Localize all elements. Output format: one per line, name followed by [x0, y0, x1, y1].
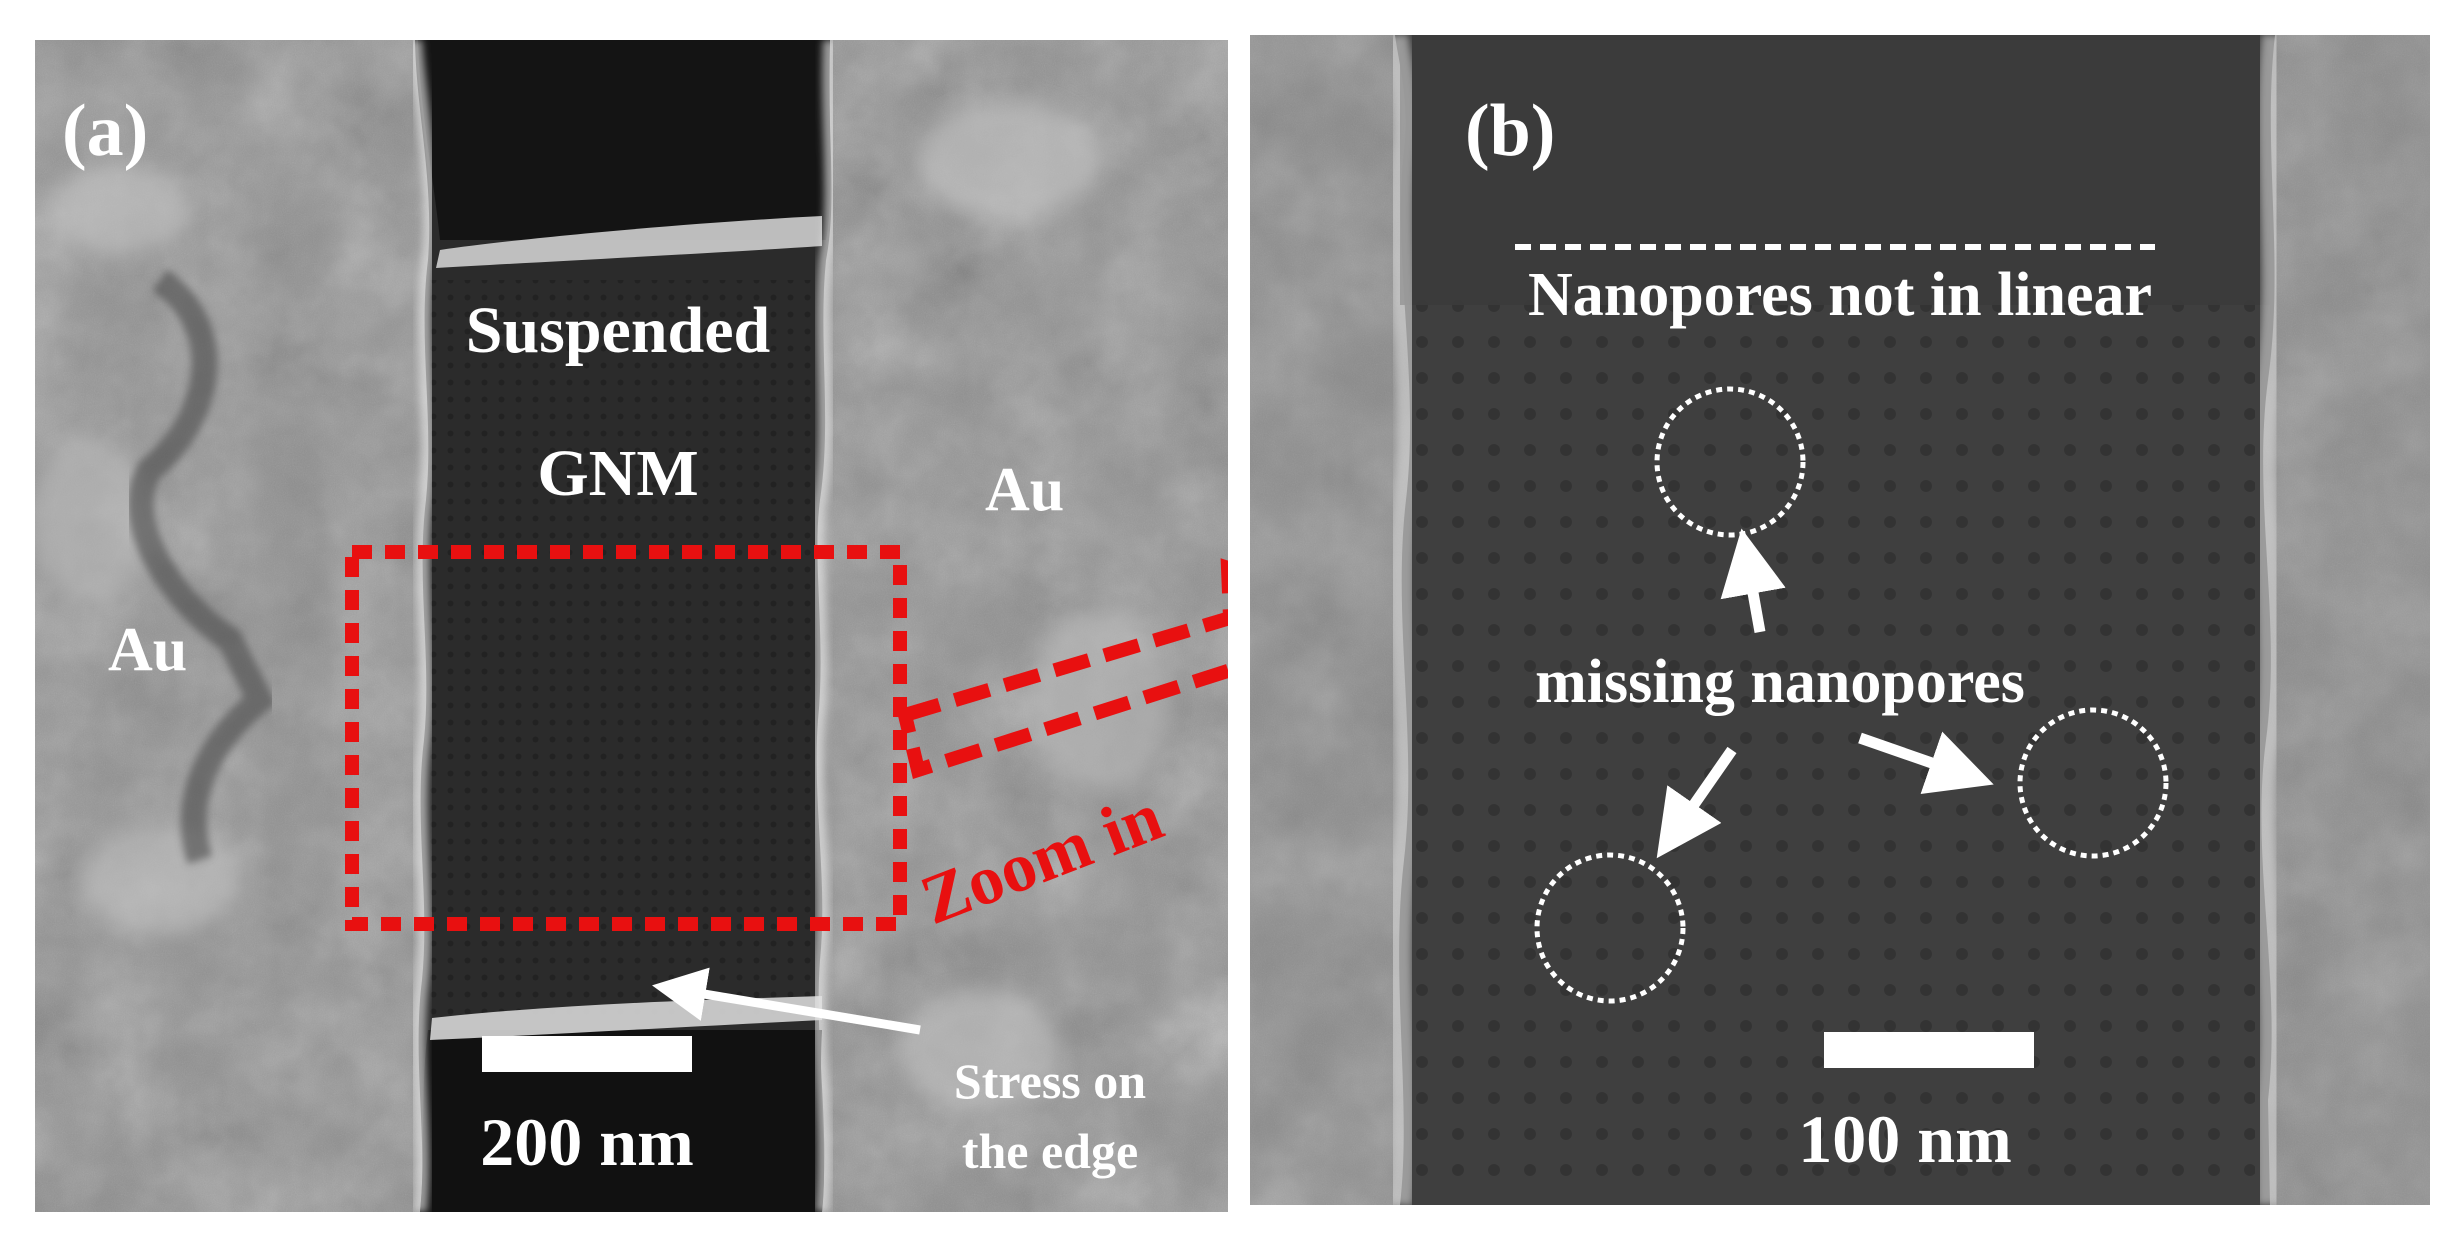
arrow-to-circle-1	[1720, 528, 1786, 633]
panel-label-b: (b)	[1465, 90, 1555, 172]
panel-b: (b) Nanopores not in linear missing nano…	[1250, 35, 2430, 1205]
arrow-to-circle-3	[1656, 746, 1737, 859]
suspended-edge-bottom	[430, 996, 822, 1040]
label-stress-line1: Stress on	[954, 1053, 1146, 1109]
panel-a: (a) Suspended GNM Au Au Zoom in Stress o…	[35, 40, 1228, 1212]
label-stress-line2: the edge	[962, 1123, 1138, 1179]
panel-label-a: (a)	[62, 90, 148, 172]
arrow-to-circle-2	[1858, 731, 1994, 794]
stress-arrow	[652, 967, 921, 1035]
suspended-edge-top	[436, 216, 822, 268]
scale-bar-b	[1824, 1032, 2034, 1068]
scale-label-a: 200 nm	[480, 1104, 693, 1180]
gap-bottom	[420, 1030, 824, 1212]
pore-grid-a	[430, 280, 820, 1020]
zoom-arrow	[896, 558, 1228, 779]
label-missing-nanopores: missing nanopores	[1535, 648, 2025, 716]
label-nanopores-not-linear: Nanopores not in linear	[1528, 261, 2152, 329]
scale-bar-a	[482, 1036, 692, 1072]
label-gnm: GNM	[537, 437, 698, 510]
zoom-region-box	[345, 545, 907, 931]
label-suspended: Suspended	[466, 294, 771, 367]
missing-pore-circle-2	[2017, 707, 2169, 859]
label-au-left: Au	[108, 616, 187, 684]
missing-pore-circle-3	[1534, 852, 1686, 1004]
label-au-right: Au	[985, 456, 1064, 524]
scale-label-b: 100 nm	[1798, 1101, 2011, 1177]
gap-top	[418, 40, 831, 240]
